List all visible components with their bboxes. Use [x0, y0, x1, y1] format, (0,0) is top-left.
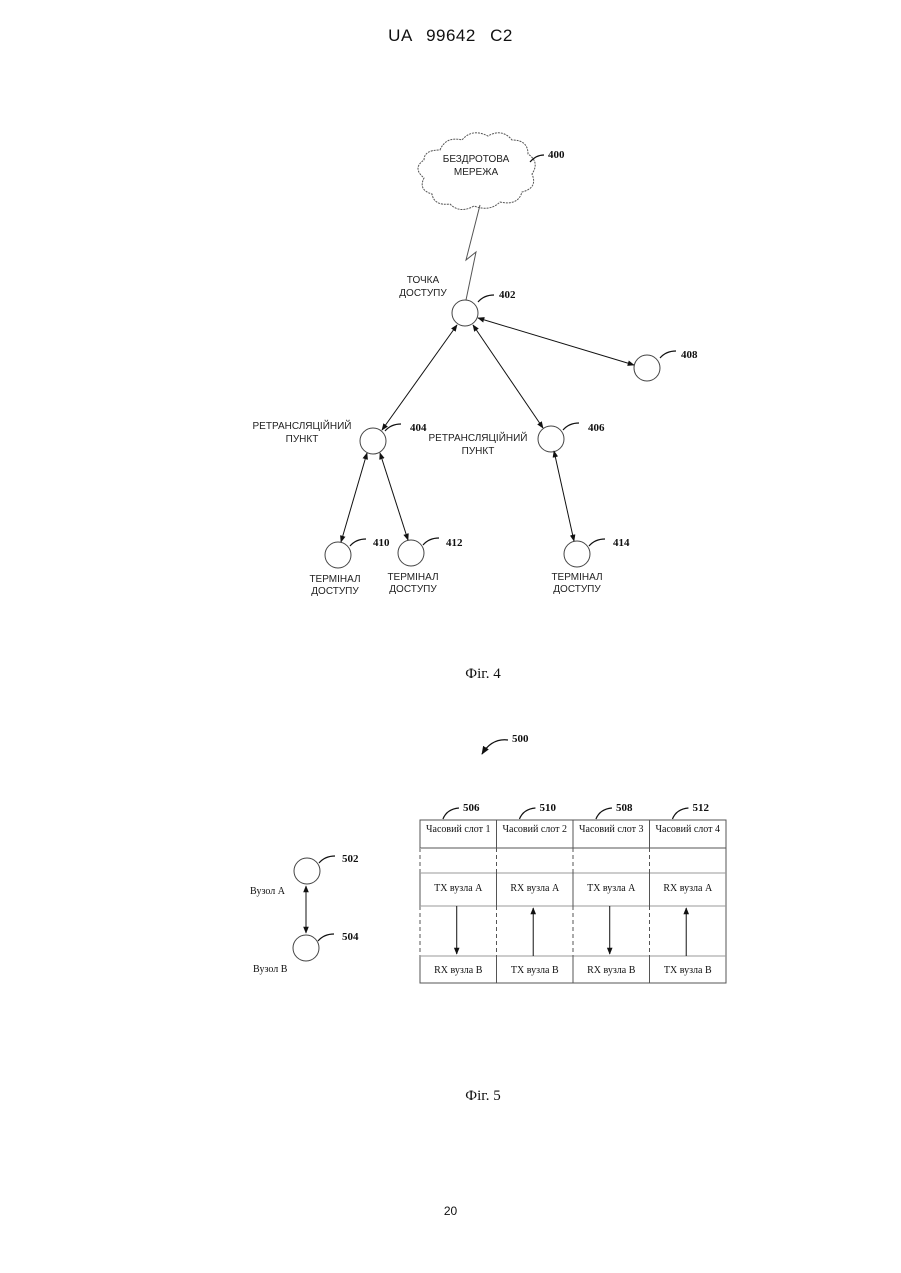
ref-leader-400 [530, 155, 544, 162]
figure-5-caption: Фіг. 5 [465, 1088, 500, 1104]
access-point-label-line1: ТОЧКА [407, 275, 440, 286]
terminal-412-label-line2: ДОСТУПУ [389, 584, 437, 595]
slot-top-cell: TX вузла A [587, 883, 636, 894]
ref-leader-slot [596, 808, 612, 819]
relay-406-node [538, 426, 564, 452]
terminal-414-node [564, 541, 590, 567]
slot-bottom-cell: TX вузла B [664, 965, 712, 976]
slot-header: Часовий слот 1 [426, 824, 490, 835]
ref-410: 410 [373, 537, 390, 549]
ref-slot: 512 [692, 802, 709, 814]
slot-bottom-cell: TX вузла B [511, 965, 559, 976]
ref-502: 502 [342, 853, 359, 865]
ref-leader-414 [589, 539, 605, 546]
ref-400: 400 [548, 149, 565, 161]
ref-414: 414 [613, 537, 630, 549]
ref-504: 504 [342, 931, 359, 943]
access-point-node [452, 300, 478, 326]
node-b-label: Вузол B [253, 964, 288, 975]
ref-leader-slot [519, 808, 535, 819]
ref-408: 408 [681, 349, 698, 361]
page-number: 20 [0, 1204, 901, 1218]
slot-top-cell: TX вузла A [434, 883, 483, 894]
ref-leader-406 [563, 423, 579, 430]
slot-top-cell: RX вузла A [663, 883, 713, 894]
node-a-label: Вузол A [250, 886, 286, 897]
link-402-406 [473, 325, 543, 428]
ref-402: 402 [499, 289, 516, 301]
ref-leader-412 [423, 538, 439, 545]
figure-4-caption: Фіг. 4 [465, 666, 501, 682]
figure-4: БЕЗДРОТОВА МЕРЕЖА 400 ТОЧКА ДОСТУПУ 402 … [0, 0, 901, 700]
slot-header: Часовий слот 4 [656, 824, 720, 835]
terminal-412-label-line1: ТЕРМІНАЛ [387, 572, 438, 583]
link-404-412 [380, 453, 408, 540]
relay-404-label-line1: РЕТРАНСЛЯЦІЙНИЙ [253, 419, 352, 432]
ref-slot: 510 [539, 802, 556, 814]
terminal-410-node [325, 542, 351, 568]
ref-412: 412 [446, 537, 463, 549]
slot-top-cell: RX вузла A [510, 883, 560, 894]
link-402-408 [478, 318, 634, 365]
terminal-412-node [398, 540, 424, 566]
slot-bottom-cell: RX вузла B [587, 965, 636, 976]
access-point-label-line2: ДОСТУПУ [399, 288, 447, 299]
link-402-404 [382, 325, 457, 430]
table-border [420, 820, 726, 983]
ref-leader-slot [443, 808, 459, 819]
ref-404: 404 [410, 422, 427, 434]
ref-leader-504 [318, 934, 334, 941]
node-408 [634, 355, 660, 381]
relay-404-label-line2: ПУНКТ [286, 434, 319, 445]
time-slot-table: Часовий слот 1 TX вузла A RX вузла B 506Час… [420, 802, 726, 983]
ref-slot: 506 [463, 802, 480, 814]
terminal-410-label-line1: ТЕРМІНАЛ [309, 574, 360, 585]
link-406-414 [554, 451, 574, 541]
node-b [293, 935, 319, 961]
ref-406: 406 [588, 422, 605, 434]
relay-406-label-line1: РЕТРАНСЛЯЦІЙНИЙ [429, 431, 528, 444]
ref-leader-500 [482, 740, 508, 754]
terminal-414-label-line1: ТЕРМІНАЛ [551, 572, 602, 583]
network-label-line2: МЕРЕЖА [454, 167, 499, 178]
ref-500: 500 [512, 733, 529, 745]
link-404-410 [341, 453, 367, 542]
slot-header: Часовий слот 2 [503, 824, 567, 835]
relay-406-label-line2: ПУНКТ [462, 446, 495, 457]
ref-leader-408 [660, 351, 676, 358]
slot-bottom-cell: RX вузла B [434, 965, 483, 976]
ref-slot: 508 [616, 802, 633, 814]
ref-leader-404 [385, 424, 401, 431]
terminal-410-label-line2: ДОСТУПУ [311, 586, 359, 597]
ref-leader-402 [478, 295, 494, 302]
relay-404-node [360, 428, 386, 454]
slot-header: Часовий слот 3 [579, 824, 643, 835]
node-a [294, 858, 320, 884]
wireless-link-zigzag [466, 205, 480, 300]
ref-leader-410 [350, 539, 366, 546]
terminal-414-label-line2: ДОСТУПУ [553, 584, 601, 595]
network-label-line1: БЕЗДРОТОВА [443, 154, 510, 165]
ref-leader-502 [319, 856, 335, 863]
ref-leader-slot [672, 808, 688, 819]
